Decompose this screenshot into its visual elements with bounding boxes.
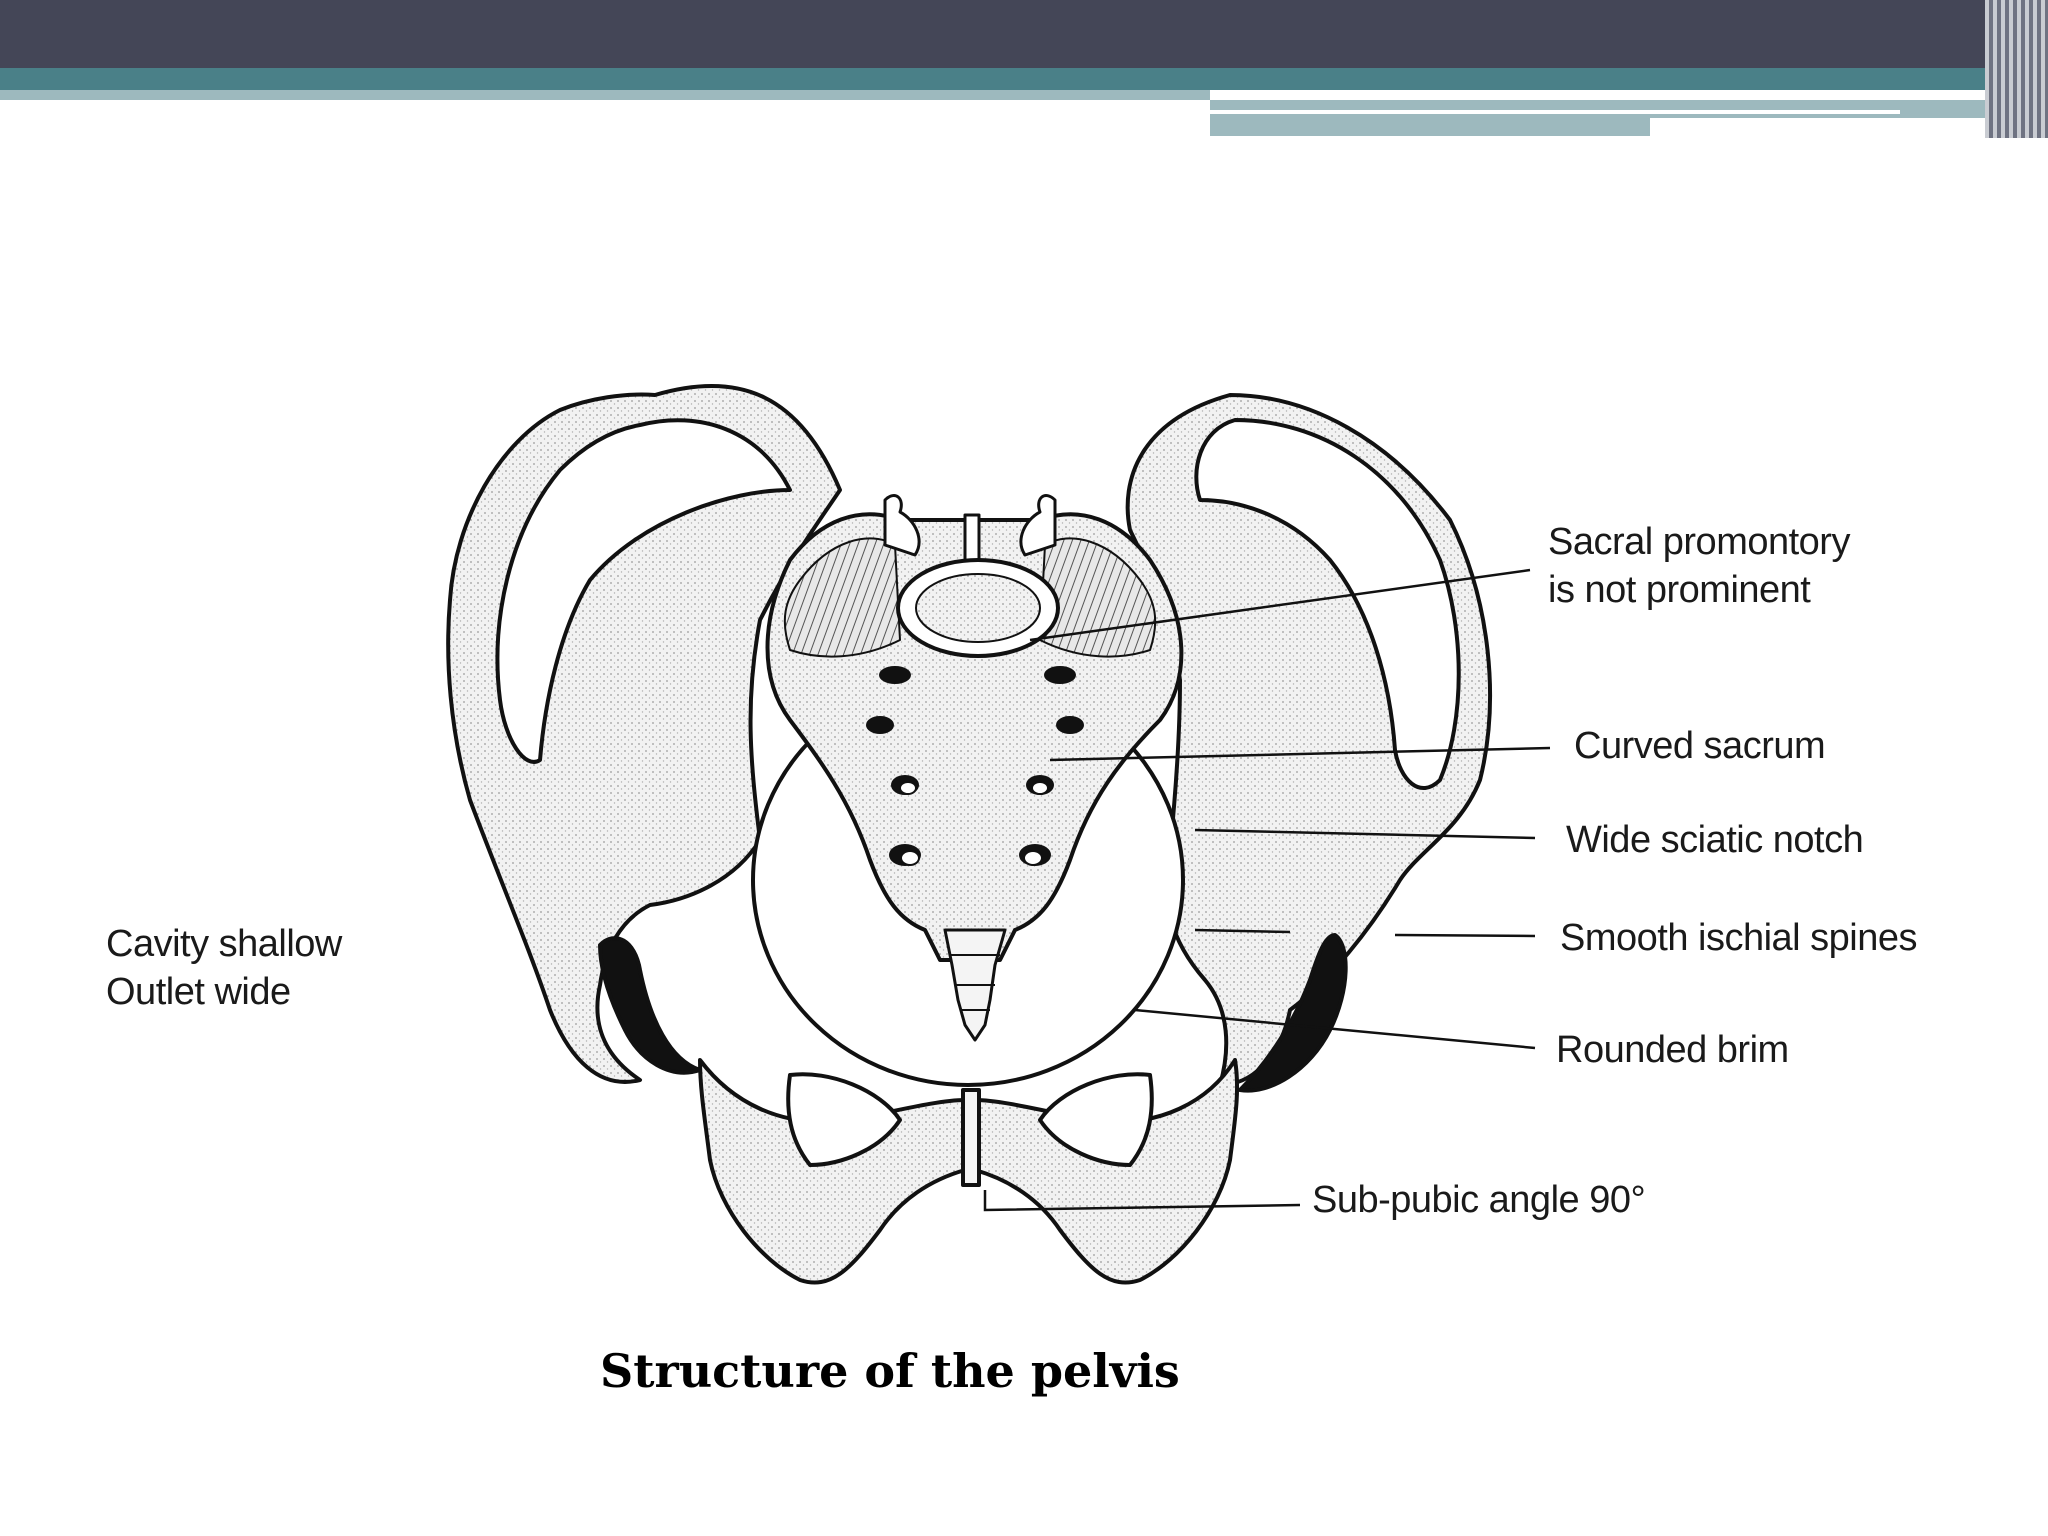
leader-smooth-ischial-spines-a	[1194, 928, 1291, 934]
header-edge-stripes	[1985, 0, 2048, 138]
right-obturator-foramen	[1038, 1072, 1154, 1167]
label-wide-sciatic-notch: Wide sciatic notch	[1566, 819, 1864, 861]
label-smooth-ischial-spines: Smooth ischial spines	[1560, 917, 1918, 959]
label-outlet-wide: Outlet wide	[106, 971, 291, 1013]
label-sacral-promontory-line2: is not prominent	[1548, 569, 1811, 611]
leader-sub-pubic-angle	[983, 1190, 1301, 1212]
label-sacral-promontory: Sacral promontory is not prominent	[1548, 518, 1850, 614]
right-articular-process	[1019, 494, 1057, 557]
leader-lines	[983, 568, 1551, 1212]
label-cavity-shallow: Cavity shallow	[106, 923, 342, 965]
sacral-body-inner	[915, 573, 1041, 643]
right-iliac-crest	[1194, 418, 1461, 791]
header-teal-bar	[0, 68, 2048, 90]
header-light-bar-low	[1210, 118, 1650, 136]
header-white-line	[1210, 110, 1900, 114]
coccyx-segments	[950, 954, 1000, 1011]
leader-sacral-promontory	[1029, 568, 1531, 642]
leader-wide-sciatic-notch	[1194, 828, 1536, 840]
header-band	[0, 0, 2048, 138]
label-cavity: Cavity shallow Outlet wide	[106, 920, 342, 1016]
pubic-symphysis	[961, 1088, 981, 1187]
left-sacral-ala	[783, 537, 901, 658]
label-rounded-brim: Rounded brim	[1556, 1029, 1789, 1071]
figure-caption: Structure of the pelvis	[600, 1344, 1180, 1398]
left-iliac-crest	[495, 418, 792, 764]
left-acetabulum	[598, 936, 702, 1075]
leader-smooth-ischial-spines-b	[1394, 933, 1536, 938]
right-acetabulum	[1238, 933, 1348, 1093]
label-sub-pubic-angle: Sub-pubic angle 90°	[1312, 1179, 1646, 1221]
header-light-bar-left	[0, 90, 1210, 100]
label-sacral-promontory-line1: Sacral promontory	[1548, 521, 1850, 563]
left-articular-process	[883, 494, 921, 557]
pelvis-bones	[446, 383, 1492, 1285]
leader-rounded-brim	[1134, 1008, 1536, 1050]
header-dark-bar	[0, 0, 2048, 68]
label-curved-sacrum: Curved sacrum	[1574, 725, 1826, 767]
leader-curved-sacrum	[1049, 746, 1551, 762]
left-obturator-foramen	[786, 1072, 902, 1167]
sacral-foramina-light	[899, 781, 1049, 866]
